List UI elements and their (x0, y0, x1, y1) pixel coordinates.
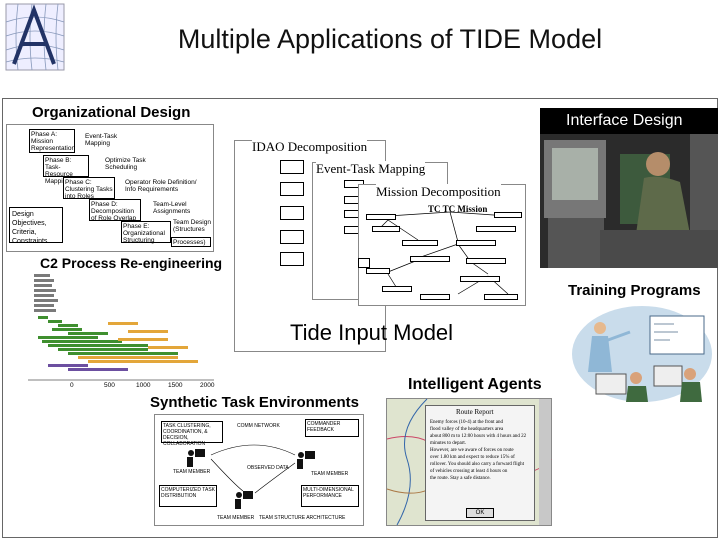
mission-node-2 (494, 212, 522, 218)
mission-node-11 (382, 286, 412, 292)
chart-tick-2000: 2000 (200, 382, 215, 389)
team-level-label: Team-Level Assignments (153, 201, 191, 215)
idao-node-3 (280, 206, 304, 220)
design-objectives-box: Design Objectives, Criteria, Constraints (9, 207, 63, 245)
mission-node-1 (366, 214, 396, 220)
mission-node-10 (460, 276, 500, 282)
synthetic-figures (187, 444, 315, 509)
mission-node-7 (410, 256, 450, 262)
interface-design-header: Interface Design (540, 108, 718, 134)
mission-node-3 (372, 226, 400, 232)
page-title: Multiple Applications of TIDE Model (177, 24, 603, 54)
mission-node-8 (466, 258, 506, 264)
processes-box: Processes) (171, 237, 211, 247)
task-clustering-box: TASK CLUSTERING, COORDINATION, & DECISIO… (161, 421, 223, 447)
report-ok-button[interactable]: OK (466, 508, 494, 518)
mission-node-14 (358, 258, 370, 268)
report-line-1: Enemy forces (10-4) at the front and (430, 420, 504, 425)
report-line-6: over 1.80 km and expect to reduce 15% of (430, 455, 515, 460)
idao-node-2 (280, 182, 304, 196)
mission-node-13 (484, 294, 518, 300)
synthetic-task-diagram: TASK CLUSTERING, COORDINATION, & DECISIO… (154, 414, 364, 526)
training-programs-label: Training Programs (568, 282, 701, 299)
observed-data-label: OBSERVED DATA (247, 465, 289, 471)
report-line-2: flood valley of the headquarters area (430, 427, 504, 432)
report-line-4: minutes to depart. (430, 441, 466, 446)
idao-node-1 (280, 160, 304, 174)
mission-decomposition-label: Mission Decomposition (376, 184, 501, 200)
intelligent-agents-window: Route Report Enemy forces (10-4) at the … (386, 398, 552, 526)
c2-process-label: C2 Process Re-engineering (40, 255, 223, 271)
operator-role-label: Operator Role Definition/ Info Requireme… (125, 179, 197, 193)
report-line-7: rollover. You should also carry a forwar… (430, 462, 525, 467)
idao-node-5 (280, 252, 304, 266)
idao-decomposition-label: IDAO Decomposition (252, 139, 368, 155)
report-line-9: the route. Stay a safe distance. (430, 476, 491, 481)
chart-tick-1500: 1500 (168, 382, 183, 389)
organizational-design-diagram: Phase A: Mission Representation Event-Ta… (6, 124, 214, 252)
report-line-3: about 800 m to 12:00 hours with 4 hours … (430, 434, 527, 439)
team-member-label-3: TEAM MEMBER (311, 471, 349, 477)
tide-window-front (358, 184, 526, 306)
comm-network-label: COMM NETWORK (237, 423, 280, 429)
chart-tick-500: 500 (104, 382, 115, 389)
team-structure-label: TEAM STRUCTURE ARCHITECTURE (259, 515, 346, 521)
phase-a-box: Phase A: Mission Representation (29, 129, 76, 153)
multi-dimensional-box: MULTI-DIMENSIONAL PERFORMANCE (301, 485, 359, 507)
mission-node-4 (476, 226, 516, 232)
chart-tick-1000: 1000 (136, 382, 151, 389)
mission-node-6 (456, 240, 496, 246)
organizational-design-label: Organizational Design (32, 104, 191, 121)
commander-feedback-box: COMMANDER FEEDBACK (305, 419, 359, 437)
phase-c-box: Phase C: Clustering Tasks into Roles (63, 177, 115, 200)
synthetic-task-environments-label: Synthetic Task Environments (150, 394, 359, 411)
team-design-label: Team Design (Structures (173, 219, 211, 233)
phase-d-box: Phase D: Decomposition of Role Overlap (89, 199, 141, 222)
event-task-label: Event-Task Mapping (85, 133, 118, 147)
optimize-label: Optimize Task Scheduling (105, 157, 146, 171)
report-line-8: of vehicles crossing at least 4 hours on (430, 469, 508, 474)
phase-e-box: Phase E: Organizational Structuring (121, 221, 171, 244)
tide-logo (4, 2, 66, 72)
mission-node-9 (366, 268, 390, 274)
computerized-task-box: COMPUTERIZED TASK DISTRIBUTION (159, 485, 217, 507)
team-member-label-2: TEAM MEMBER (217, 515, 255, 521)
mission-node-12 (420, 294, 450, 300)
intelligent-agents-label: Intelligent Agents (408, 376, 542, 393)
interface-design-label: Interface Design (566, 112, 683, 129)
event-task-mapping-label: Event-Task Mapping (316, 161, 426, 177)
idao-node-4 (280, 230, 304, 244)
report-line-5: However, are we aware of forces on route (430, 448, 514, 453)
training-illustration (566, 302, 712, 406)
route-report-header: Route Report (456, 408, 494, 416)
mission-node-5 (402, 240, 438, 246)
chart-tick-0: 0 (70, 382, 74, 389)
phase-b-box: Phase B: Task-Resource Mapping (43, 155, 89, 185)
interface-design-photo (540, 134, 718, 268)
main-frame (2, 98, 718, 538)
route-report-dialog: Route Report Enemy forces (10-4) at the … (425, 405, 535, 521)
tide-input-model-label: Tide Input Model (290, 320, 454, 345)
team-member-label-1: TEAM MEMBER (173, 469, 211, 475)
c2-process-chart: 0 500 1000 1500 2000 (8, 272, 216, 390)
tc-mission-label: TC TC Mission (428, 204, 488, 214)
